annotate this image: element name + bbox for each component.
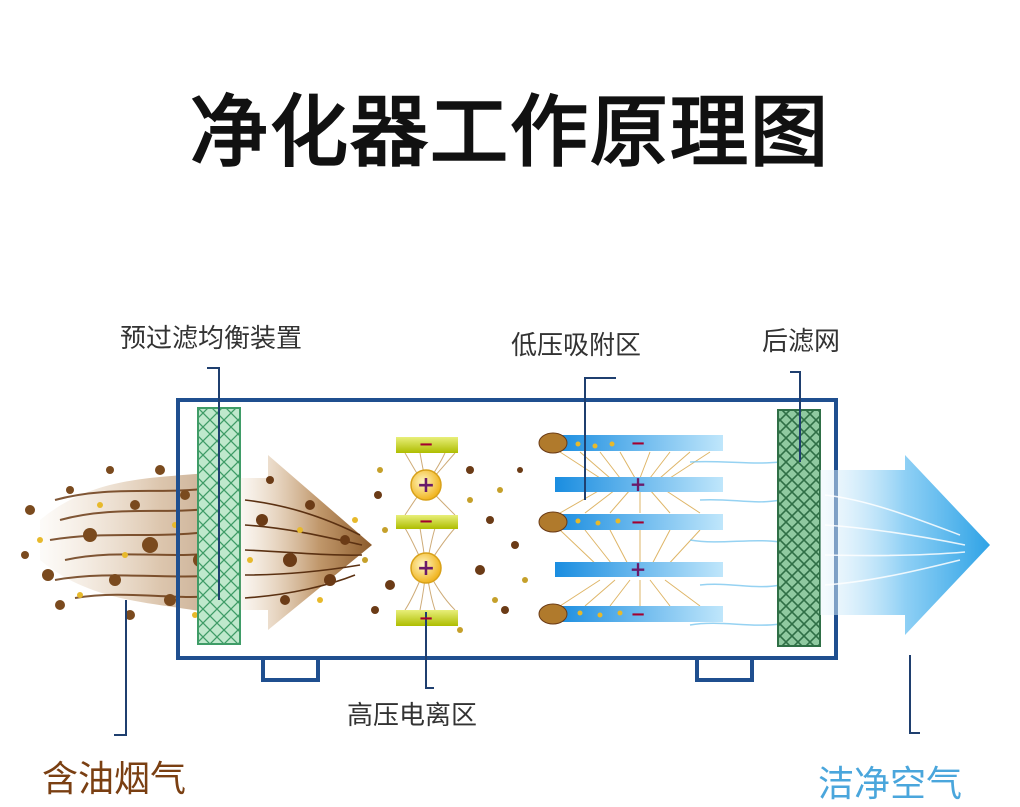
minus-sign: − bbox=[630, 433, 645, 454]
label-low-voltage-zone: 低压吸附区 bbox=[511, 331, 642, 361]
collector-plate-2 bbox=[555, 477, 723, 492]
housing-foot-left bbox=[261, 658, 320, 682]
plus-sign: + bbox=[630, 472, 647, 496]
minus-sign: − bbox=[418, 434, 433, 455]
plus-sign: + bbox=[417, 473, 435, 498]
label-prefilter: 预过滤均衡装置 bbox=[120, 324, 303, 354]
label-post-filter: 后滤网 bbox=[762, 327, 841, 357]
leader-lines bbox=[114, 367, 920, 736]
ion-emitter-1 bbox=[410, 469, 442, 501]
label-high-voltage-zone: 高压电离区 bbox=[347, 701, 478, 731]
collector-plate-4 bbox=[555, 562, 723, 577]
particles-mid bbox=[362, 466, 528, 633]
oil-deposit-3 bbox=[538, 603, 568, 625]
minus-sign: − bbox=[418, 511, 433, 532]
clean-air-arrow bbox=[820, 455, 990, 635]
charge-symbols: − + − + − − + − + − bbox=[417, 433, 647, 629]
plus-sign: + bbox=[630, 557, 647, 581]
minus-sign: − bbox=[630, 604, 645, 625]
collector-zone bbox=[538, 432, 723, 625]
ion-emitter-2 bbox=[410, 552, 442, 584]
label-oily-smoke: 含油烟气 bbox=[42, 759, 187, 800]
minus-sign: − bbox=[418, 608, 433, 629]
oil-deposit-1 bbox=[538, 432, 568, 454]
page-title: 净化器工作原理图 bbox=[189, 88, 830, 178]
ionization-zone bbox=[396, 437, 458, 626]
collector-plate-5 bbox=[555, 606, 723, 622]
housing-foot-right bbox=[695, 658, 754, 682]
electrode-middle bbox=[396, 515, 458, 529]
oil-deposit-2 bbox=[538, 511, 568, 533]
smoke-arrow bbox=[240, 455, 372, 630]
label-clean-air: 洁净空气 bbox=[818, 764, 963, 805]
clean-air-streams bbox=[689, 460, 781, 626]
collector-plate-3 bbox=[555, 514, 723, 530]
electrode-top bbox=[396, 437, 458, 453]
minus-sign: − bbox=[630, 512, 645, 533]
plus-sign: + bbox=[417, 556, 435, 581]
